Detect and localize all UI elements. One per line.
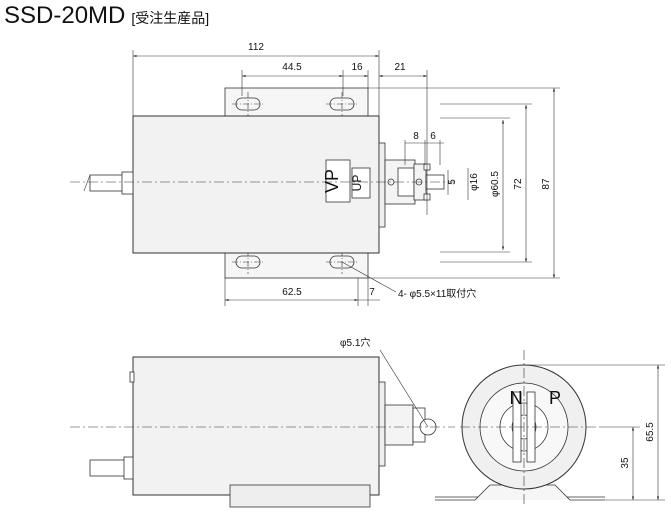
side-hole-note: φ5.1穴 — [340, 336, 370, 349]
mount-hole-note: 4- φ5.5×11取付穴 — [398, 287, 476, 300]
model-name: SSD-20MD — [4, 2, 126, 29]
side-base — [229, 484, 371, 508]
model-subtitle: [受注生産品] — [131, 10, 210, 26]
dim-phi16: φ16 — [469, 173, 480, 191]
dim-16: 16 — [351, 62, 363, 73]
dim-112: 112 — [248, 42, 264, 53]
dim-62-5: 62.5 — [282, 287, 302, 298]
drawing-title: SSD-20MD [受注生産品] — [4, 2, 209, 30]
side-view — [70, 349, 455, 508]
dim-35: 35 — [620, 457, 631, 469]
top-view-dimensions — [132, 50, 560, 306]
dim-21: 21 — [394, 62, 406, 73]
up-label: UP — [350, 175, 364, 192]
dim-72: 72 — [513, 178, 524, 190]
dim-7: 7 — [369, 287, 375, 298]
p-label: P — [549, 388, 561, 408]
dim-5: 5 — [447, 179, 458, 185]
dim-65-5: 65.5 — [645, 422, 656, 442]
dim-44-5: 44.5 — [282, 62, 302, 73]
end-view — [435, 350, 665, 505]
dim-87: 87 — [541, 178, 552, 190]
n-label: N — [510, 388, 523, 408]
dim-phi60-5: φ60.5 — [490, 171, 501, 197]
dim-8: 8 — [413, 131, 419, 142]
top-view — [70, 87, 455, 279]
solenoid-side-body — [132, 356, 380, 496]
vp-label: VP — [322, 169, 342, 193]
dim-6: 6 — [430, 131, 436, 142]
